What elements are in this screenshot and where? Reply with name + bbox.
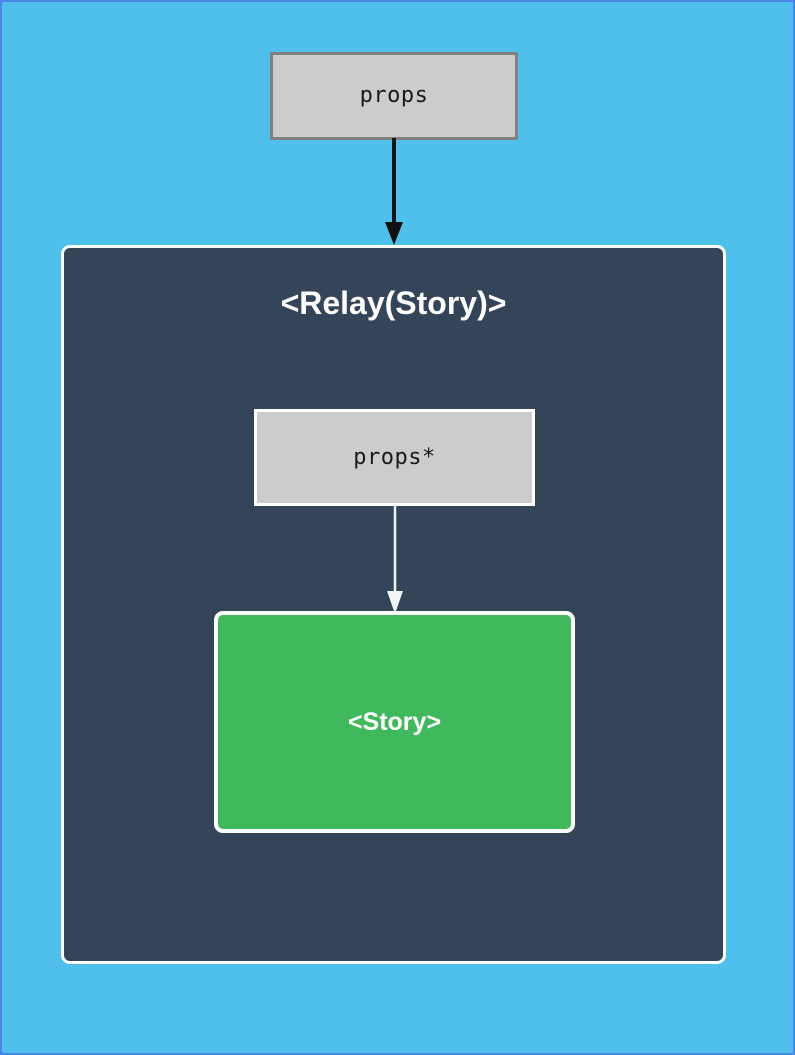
node-relay-story-container[interactable]: <Relay(Story)> props* <Story> [61,245,726,964]
edge-props-star-to-story-arrow [387,505,403,614]
node-props-outer-label: props [359,83,429,108]
edge-props-to-relay-arrow [385,138,403,245]
node-story-label: <Story> [347,707,442,736]
relay-story-title: <Relay(Story)> [280,285,507,321]
node-props-star-label: props* [353,444,436,470]
node-props-star[interactable]: props* [254,409,535,506]
node-story[interactable]: <Story> [214,611,575,833]
node-props-outer[interactable]: props [270,52,518,140]
